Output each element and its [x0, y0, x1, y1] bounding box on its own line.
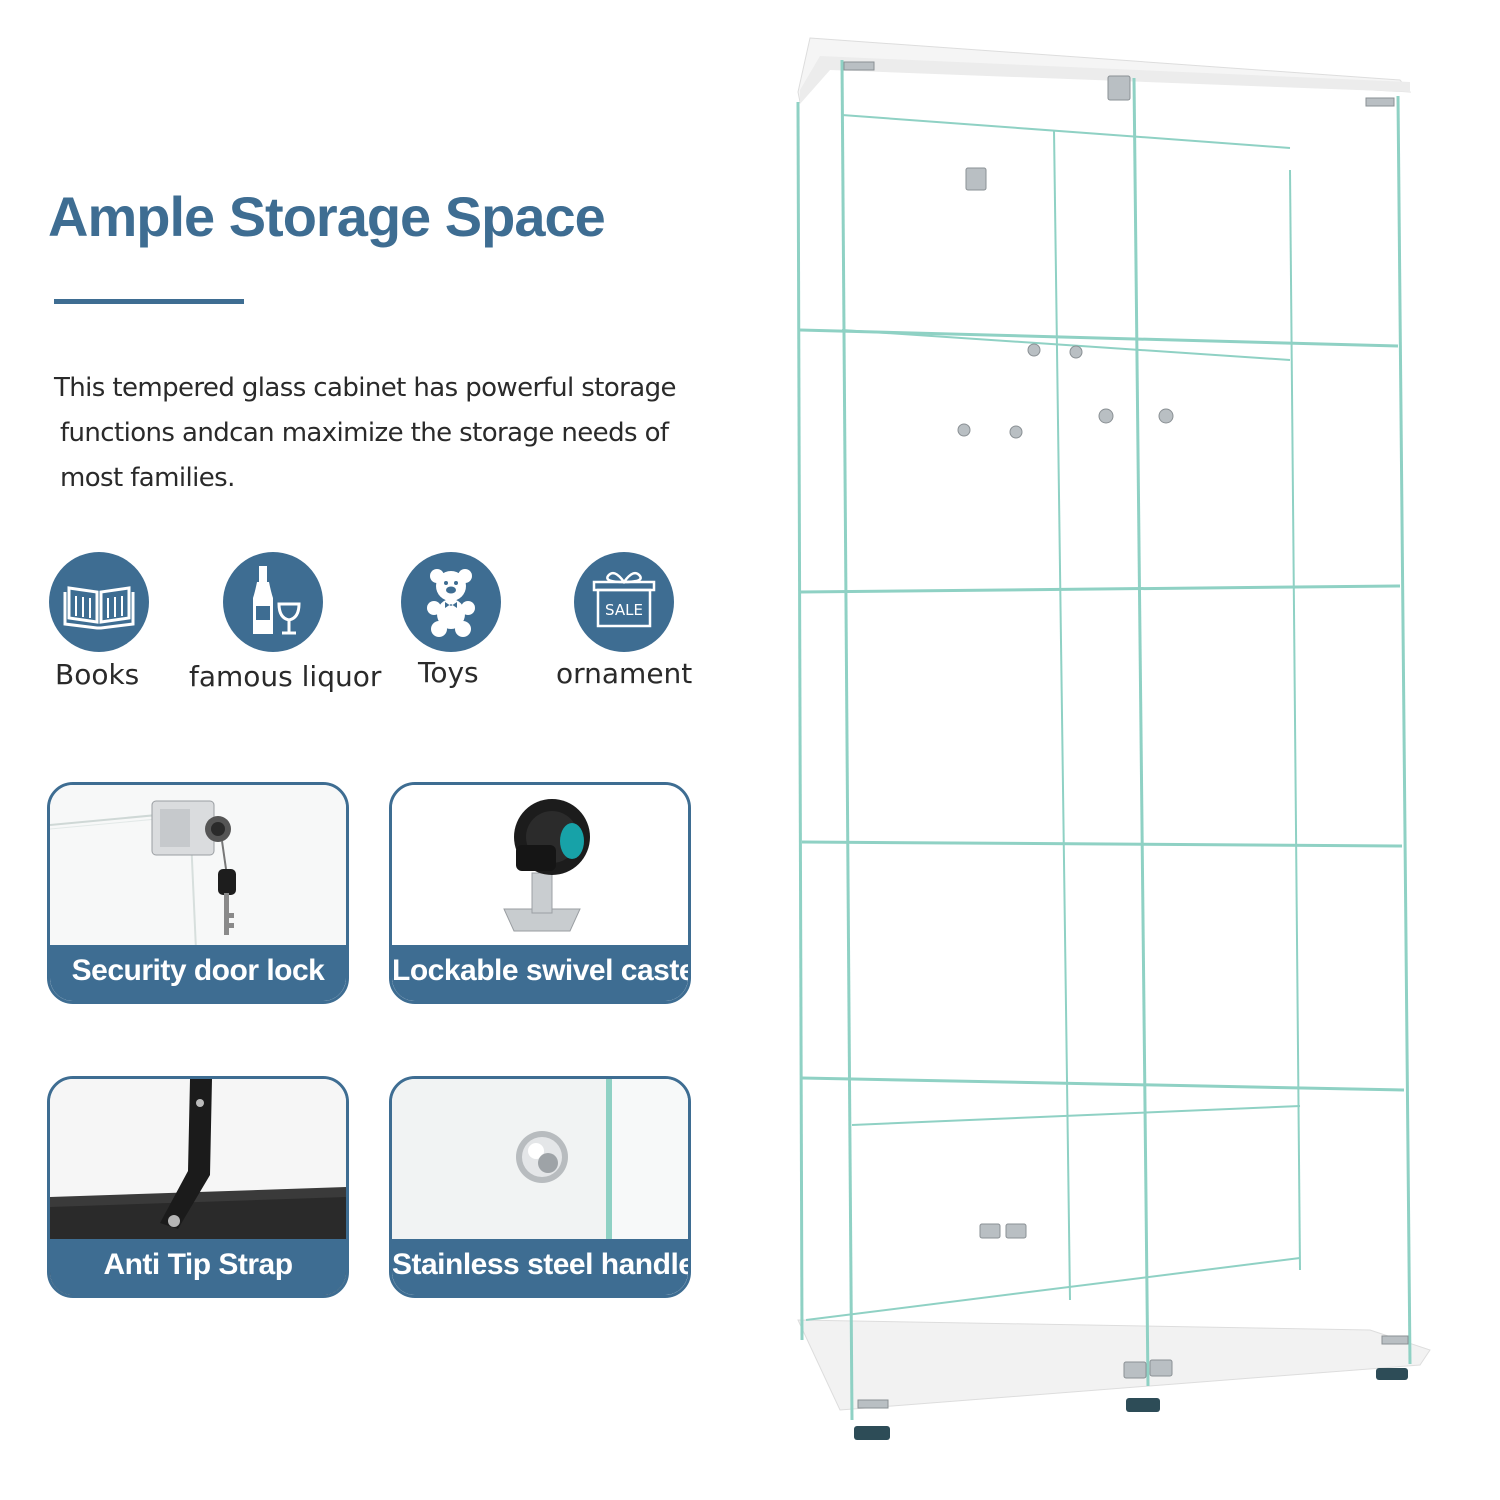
teddy-bear-icon: [401, 552, 501, 652]
liquor-icon: [223, 552, 323, 652]
description-line-3: most families.: [60, 463, 235, 493]
gift-sale-badge: SALE: [605, 601, 643, 619]
feature-card-lock: Security door lock: [47, 782, 349, 1004]
feature-label-casters: Lockable swivel casters: [392, 945, 688, 1001]
description-line-2: functions andcan maximize the storage ne…: [60, 418, 669, 448]
description-line-1: This tempered glass cabinet has powerful…: [54, 373, 676, 403]
feature-card-casters: Lockable swivel casters: [389, 782, 691, 1004]
feature-label-lock: Security door lock: [50, 945, 346, 1001]
feature-card-handle: Stainless steel handle: [389, 1076, 691, 1298]
glass-cabinet-image: [796, 37, 1431, 1440]
feature-label-handle: Stainless steel handle: [392, 1239, 688, 1295]
feature-card-strap: Anti Tip Strap: [47, 1076, 349, 1298]
description: This tempered glass cabinet has powerful…: [54, 366, 694, 501]
book-icon: [49, 552, 149, 652]
page-title: Ample Storage Space: [48, 185, 606, 248]
gift-box-icon: SALE: [574, 552, 674, 652]
category-label-toys: Toys: [418, 656, 479, 689]
category-label-liquor: famous liquor: [189, 660, 382, 693]
title-underline: [54, 299, 244, 304]
category-label-ornament: ornament: [556, 657, 693, 690]
category-label-books: Books: [55, 658, 140, 691]
feature-label-strap: Anti Tip Strap: [50, 1239, 346, 1295]
